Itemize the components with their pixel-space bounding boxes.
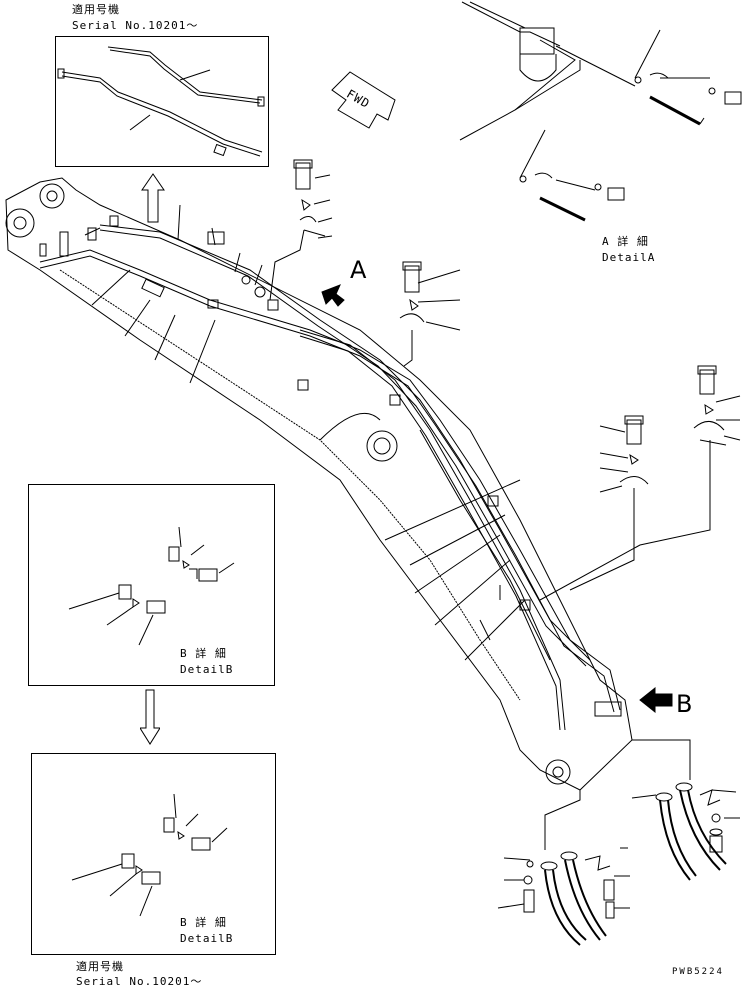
view-a-arrow xyxy=(321,284,345,307)
clamp-set-right xyxy=(539,365,741,601)
applicable-serial-bottom: Serial No.10201～ xyxy=(76,975,203,988)
detail-a-drawing xyxy=(459,1,742,222)
detail-b-frame-2[interactable] xyxy=(31,753,276,955)
up-arrow xyxy=(141,173,165,223)
pipe-detail-frame xyxy=(55,36,269,167)
detail-b-en-2: DetailB xyxy=(180,932,234,945)
applicable-serial-top: Serial No.10201～ xyxy=(72,19,199,32)
fwd-arrow xyxy=(331,71,396,129)
pipe-detail-top xyxy=(57,46,265,157)
view-b-label: B xyxy=(676,690,693,718)
hydraulic-pipes xyxy=(39,215,622,731)
hose-detail xyxy=(497,739,740,946)
applicable-heading-bottom: 適用号機 xyxy=(76,960,124,973)
down-arrow xyxy=(140,689,160,745)
detail-b-jp-1: B 詳 細 xyxy=(180,647,227,660)
detail-a-jp: A 詳 細 xyxy=(602,235,649,248)
detail-b-en-1: DetailB xyxy=(180,663,234,676)
detail-a-en: DetailA xyxy=(602,251,656,264)
clamp-set-a xyxy=(269,159,333,301)
view-a-label: A xyxy=(350,256,367,284)
leader-lines xyxy=(91,204,526,661)
drawing-code: PWB5224 xyxy=(672,967,724,977)
detail-b-jp-2: B 詳 細 xyxy=(180,916,227,929)
applicable-heading-top: 適用号機 xyxy=(72,3,120,16)
view-b-arrow xyxy=(639,686,673,714)
detail-b-frame-1[interactable] xyxy=(28,484,275,686)
clamp-set-mid xyxy=(399,261,461,367)
